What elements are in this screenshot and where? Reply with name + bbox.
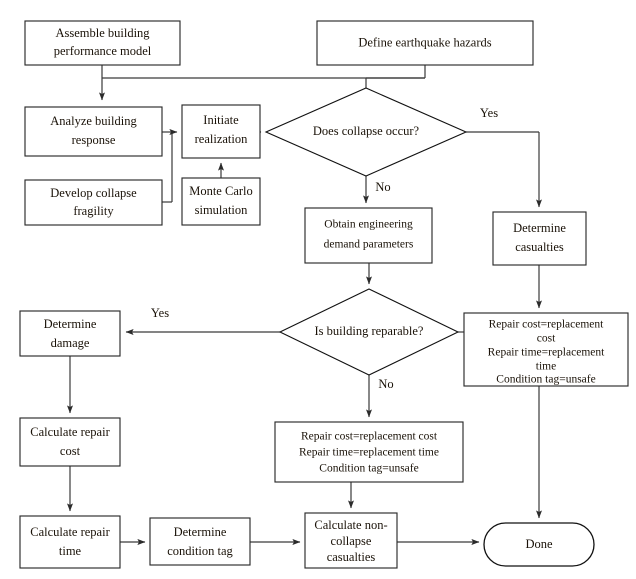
monte-carlo-line-1: Monte Carlo: [189, 184, 253, 198]
repair-right-line-4: time: [536, 361, 556, 373]
repair-mid-line-2: Repair time=replacement time: [299, 447, 439, 459]
analyze-response-box[interactable]: [24, 106, 163, 157]
repair-mid-line-3: Condition tag=unsafe: [319, 463, 418, 475]
connectors-layer: [67, 65, 543, 545]
node-determine-damage[interactable]: Determine damage: [19, 310, 121, 357]
determine-condition-tag-line-2: condition tag: [167, 544, 233, 558]
repair-mid-line-1: Repair cost=replacement cost: [301, 431, 438, 443]
initiate-realization-line-2: realization: [195, 132, 248, 146]
repair-right-line-2: cost: [537, 333, 556, 345]
edge-label-no-collapse: No: [375, 180, 390, 194]
nodes-layer: Assemble building performance model Defi…: [19, 20, 629, 569]
repair-right-line-1: Repair cost=replacement: [489, 319, 605, 331]
node-determine-condition-tag[interactable]: Determine condition tag: [149, 517, 251, 566]
repair-right-line-5: Condition tag=unsafe: [496, 374, 595, 386]
determine-casualties-box[interactable]: [492, 211, 587, 266]
node-obtain-edp[interactable]: Obtain engineering demand parameters: [304, 207, 433, 264]
determine-damage-line-2: damage: [51, 336, 90, 350]
calculate-repair-time-line-1: Calculate repair: [30, 525, 110, 539]
develop-fragility-line-2: fragility: [73, 204, 114, 218]
determine-condition-tag-box[interactable]: [149, 517, 251, 566]
determine-damage-box[interactable]: [19, 310, 121, 357]
obtain-edp-box[interactable]: [304, 207, 433, 264]
calculate-repair-time-line-2: time: [59, 544, 82, 558]
analyze-response-line-2: response: [72, 133, 116, 147]
node-calculate-repair-cost[interactable]: Calculate repair cost: [19, 417, 121, 467]
does-collapse-occur-label: Does collapse occur?: [313, 124, 420, 138]
define-hazards-label: Define earthquake hazards: [358, 35, 491, 49]
repair-replacement-right-box[interactable]: [463, 312, 629, 387]
edge-label-yes-reparable: Yes: [151, 306, 169, 320]
calculate-repair-cost-box[interactable]: [19, 417, 121, 467]
done-label: Done: [525, 537, 553, 551]
determine-condition-tag-line-1: Determine: [174, 525, 227, 539]
repair-right-line-3: Repair time=replacement: [488, 347, 605, 359]
edge-labels-layer: Yes No Yes No: [151, 106, 498, 391]
node-define-hazards[interactable]: Define earthquake hazards: [316, 20, 534, 66]
node-monte-carlo[interactable]: Monte Carlo simulation: [181, 177, 261, 226]
done-terminal-shape[interactable]: [483, 522, 595, 567]
node-develop-fragility[interactable]: Develop collapse fragility: [24, 179, 163, 226]
define-hazards-box[interactable]: [316, 20, 534, 66]
monte-carlo-line-2: simulation: [195, 203, 249, 217]
node-calculate-repair-time[interactable]: Calculate repair time: [19, 515, 121, 569]
obtain-edp-line-2: demand parameters: [324, 239, 414, 251]
repair-replacement-mid-box[interactable]: [274, 421, 464, 483]
determine-casualties-line-1: Determine: [513, 221, 566, 235]
is-building-reparable-label: Is building reparable?: [315, 324, 424, 338]
node-determine-casualties[interactable]: Determine casualties: [492, 211, 587, 266]
initiate-realization-box[interactable]: [181, 104, 261, 159]
assemble-model-line-2: performance model: [54, 44, 152, 58]
node-initiate-realization[interactable]: Initiate realization: [181, 104, 261, 159]
determine-casualties-line-2: casualties: [515, 240, 564, 254]
develop-fragility-line-1: Develop collapse: [50, 186, 137, 200]
analyze-response-line-1: Analyze building: [50, 114, 137, 128]
edge-label-no-reparable: No: [378, 377, 393, 391]
node-repair-replacement-right[interactable]: Repair cost=replacement cost Repair time…: [463, 312, 629, 387]
calculate-repair-cost-line-1: Calculate repair: [30, 425, 110, 439]
edge-label-yes-collapse: Yes: [480, 106, 498, 120]
monte-carlo-box[interactable]: [181, 177, 261, 226]
node-done[interactable]: Done: [483, 522, 595, 567]
node-repair-replacement-mid[interactable]: Repair cost=replacement cost Repair time…: [274, 421, 464, 483]
calculate-repair-cost-line-2: cost: [60, 444, 81, 458]
is-building-reparable-diamond[interactable]: [278, 288, 460, 376]
develop-fragility-box[interactable]: [24, 179, 163, 226]
node-calculate-noncollapse[interactable]: Calculate non- collapse casualties: [304, 512, 398, 569]
node-assemble-model[interactable]: Assemble building performance model: [24, 20, 181, 66]
node-does-collapse-occur[interactable]: Does collapse occur?: [264, 87, 468, 177]
node-is-building-reparable[interactable]: Is building reparable?: [278, 288, 460, 376]
assemble-model-line-1: Assemble building: [55, 26, 150, 40]
calculate-repair-time-box[interactable]: [19, 515, 121, 569]
initiate-realization-line-1: Initiate: [203, 113, 239, 127]
calculate-noncollapse-box[interactable]: [304, 512, 398, 569]
calculate-noncollapse-line-2: collapse: [331, 534, 372, 548]
determine-damage-line-1: Determine: [44, 317, 97, 331]
assemble-model-box[interactable]: [24, 20, 181, 66]
calculate-noncollapse-line-3: casualties: [327, 550, 376, 564]
node-analyze-response[interactable]: Analyze building response: [24, 106, 163, 157]
obtain-edp-line-1: Obtain engineering: [324, 219, 413, 231]
does-collapse-occur-diamond[interactable]: [264, 87, 468, 177]
calculate-noncollapse-line-1: Calculate non-: [314, 518, 387, 532]
